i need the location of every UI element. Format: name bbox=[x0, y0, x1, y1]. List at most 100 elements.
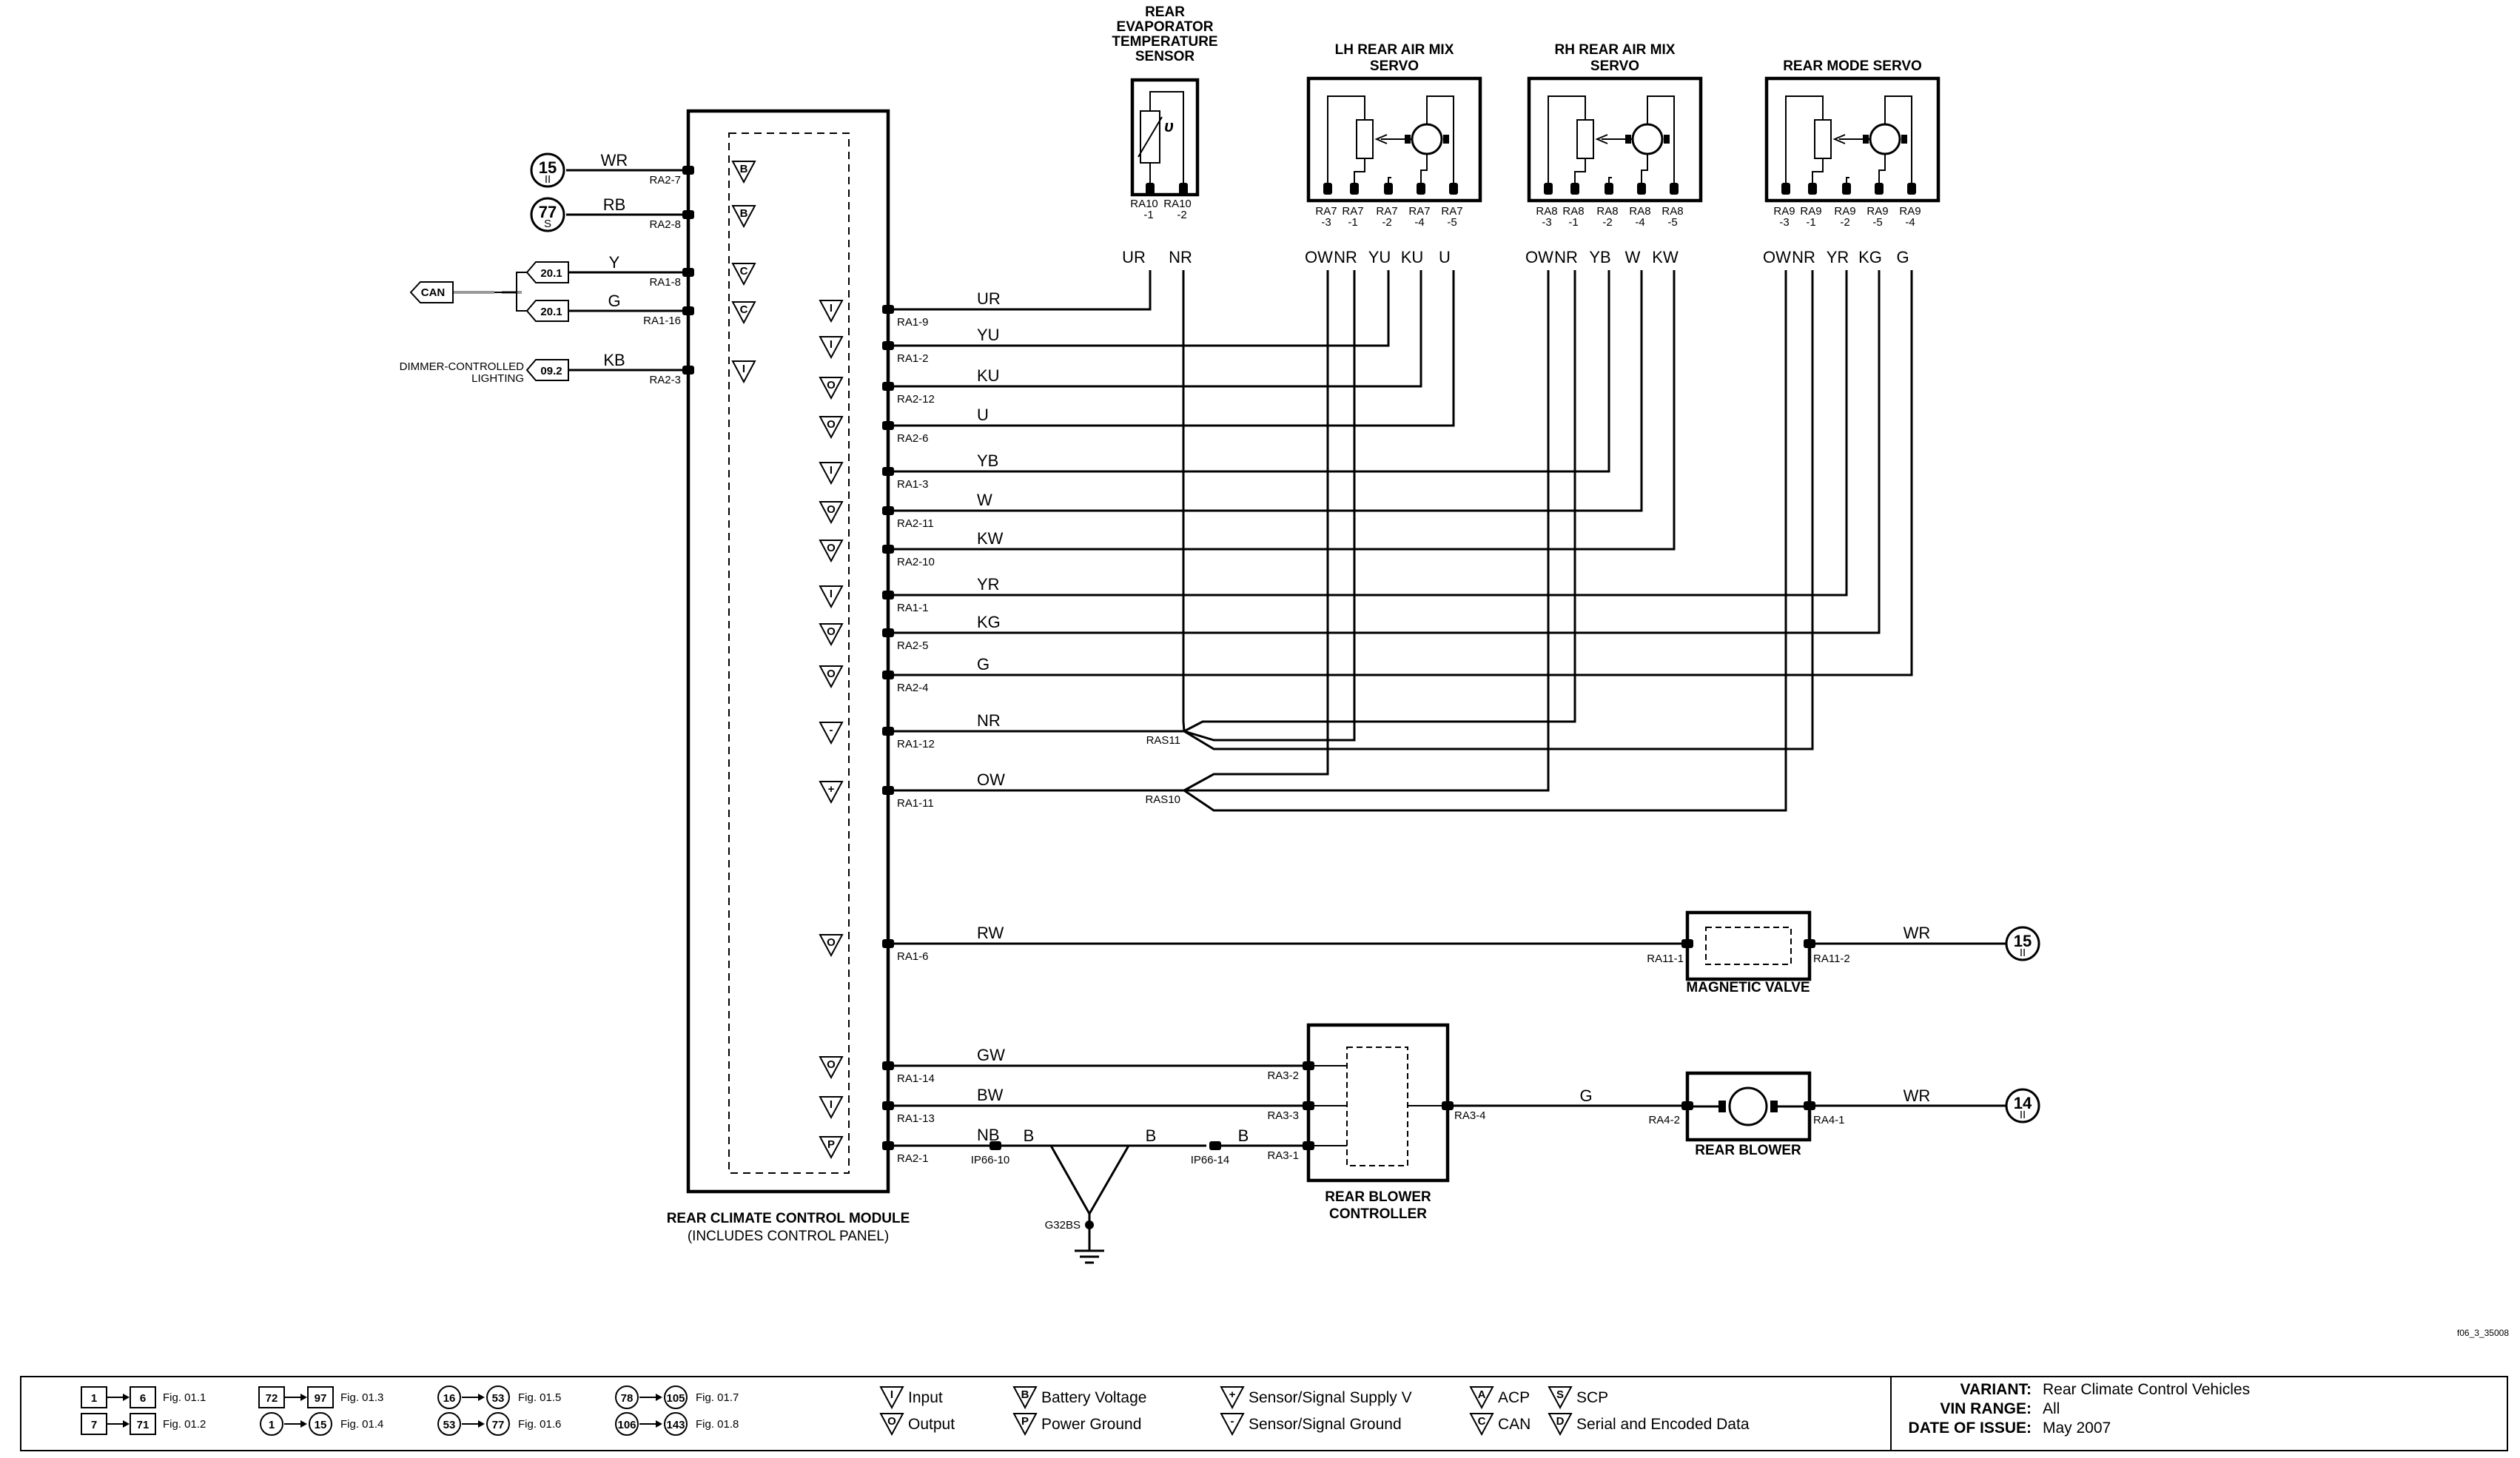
left-pin-label-4: RA2-3 bbox=[649, 374, 681, 386]
legend-to-6: 105 bbox=[666, 1392, 685, 1405]
right-pin-label-12: RA1-6 bbox=[897, 950, 929, 963]
servo-pin-a-2-1: RA9 bbox=[1800, 205, 1821, 218]
wire-kg bbox=[894, 270, 1881, 634]
legend-symbol-5: - bbox=[1220, 1413, 1245, 1437]
right-wire-label-8: KG bbox=[977, 613, 1001, 631]
right-pin-icon-6: O bbox=[819, 540, 844, 563]
svg-text:P: P bbox=[827, 1138, 835, 1151]
legend-from-shape-5 bbox=[437, 1412, 461, 1436]
left-pin-0 bbox=[682, 166, 694, 175]
servo-wire-label-0-0: OW bbox=[1305, 248, 1333, 266]
left-ref-0-sub: II bbox=[545, 173, 551, 186]
dimmer-label-2: LIGHTING bbox=[471, 372, 524, 385]
right-pin-label-14: RA1-13 bbox=[897, 1112, 935, 1125]
ip66-14-label: IP66-14 bbox=[1191, 1154, 1230, 1166]
servo-pin-1-0 bbox=[1544, 183, 1553, 195]
servo-pin-a-2-4: RA9 bbox=[1899, 205, 1921, 218]
left-ref-tag-2 bbox=[525, 261, 569, 283]
right-pin-icon-5: O bbox=[819, 501, 844, 525]
legend-from-1: 7 bbox=[91, 1419, 97, 1431]
diagram-dynamic: BRA2-7WR15IIBRA2-8RB77SCRA1-8Y20.1CRA1-1… bbox=[81, 4, 2040, 1437]
legend-arrowhead-2 bbox=[300, 1394, 307, 1401]
left-pin-label-0: RA2-7 bbox=[649, 174, 681, 187]
ground-label: G32BS bbox=[1045, 1219, 1081, 1232]
svg-text:B: B bbox=[740, 163, 748, 175]
sensor-internal-wire bbox=[1149, 91, 1184, 185]
right-pin-15 bbox=[882, 1141, 894, 1150]
rear-blower-title: REAR BLOWER bbox=[1695, 1143, 1801, 1158]
sensor-pin-b-0: -1 bbox=[1143, 209, 1153, 221]
date-label: DATE OF ISSUE: bbox=[1909, 1420, 2032, 1437]
servo-int-d-1 bbox=[1641, 154, 1648, 189]
can-connector bbox=[409, 281, 454, 303]
servo-wire-label-2-3: KG bbox=[1858, 248, 1882, 266]
servo-int-d-2 bbox=[1878, 154, 1886, 189]
servo-pin-0-4 bbox=[1449, 183, 1458, 195]
svg-text:-: - bbox=[830, 724, 833, 736]
svg-text:O: O bbox=[887, 1415, 896, 1428]
left-pin-icon-2: C bbox=[731, 263, 756, 286]
wire-b-label-1: B bbox=[1024, 1126, 1035, 1145]
legend-from-6: 78 bbox=[621, 1392, 634, 1405]
legend-to-4: 53 bbox=[492, 1392, 505, 1405]
servo-wire-label-1-4: KW bbox=[1652, 248, 1679, 266]
left-pin-label-3: RA1-16 bbox=[643, 315, 681, 327]
right-pin-14 bbox=[882, 1101, 894, 1110]
servo-int-e-0 bbox=[1426, 95, 1454, 189]
wire-g bbox=[894, 270, 1913, 676]
svg-text:+: + bbox=[828, 783, 835, 796]
right-wire-label-13: GW bbox=[977, 1046, 1005, 1064]
svg-text:I: I bbox=[890, 1388, 893, 1401]
legend-symbol-1: O bbox=[879, 1413, 904, 1437]
legend-symbol-7: C bbox=[1469, 1413, 1494, 1437]
right-pin-label-2: RA2-12 bbox=[897, 393, 935, 406]
bc-pin-2 bbox=[1303, 1141, 1314, 1150]
svg-text:O: O bbox=[827, 936, 836, 949]
svg-text:C: C bbox=[740, 303, 748, 316]
servo-pin-b-1-0: -3 bbox=[1542, 216, 1551, 229]
servo-pin-b-1-4: -5 bbox=[1667, 216, 1677, 229]
servo-pin-b-1-1: -1 bbox=[1568, 216, 1578, 229]
left-wire-label-4: KB bbox=[603, 351, 625, 369]
right-wire-label-4: YB bbox=[977, 451, 998, 470]
right-pin-label-9: RA2-4 bbox=[897, 682, 929, 694]
servo-pin-a-2-3: RA9 bbox=[1867, 205, 1888, 218]
legend-from-2: 72 bbox=[266, 1392, 278, 1405]
servo-pin-1-1 bbox=[1570, 183, 1579, 195]
servo-wire-label-0-3: KU bbox=[1401, 248, 1424, 266]
blower-ref-sub: II bbox=[2020, 1109, 2026, 1121]
wire-yu bbox=[894, 270, 1390, 347]
right-wire-label-1: YU bbox=[977, 326, 1000, 344]
module-inner-dashed bbox=[728, 132, 850, 1174]
legend-arrowhead-0 bbox=[123, 1394, 130, 1401]
left-ref-tag-3 bbox=[525, 300, 569, 322]
left-pin-label-2: RA1-8 bbox=[649, 276, 681, 289]
legend-to-0: 6 bbox=[140, 1392, 146, 1405]
blower-ref bbox=[2005, 1088, 2040, 1123]
mv-pin-in-label: RA11-1 bbox=[1647, 953, 1684, 965]
legend-fig-3: Fig. 01.4 bbox=[340, 1418, 383, 1431]
legend-symbol-label-7: CAN bbox=[1498, 1416, 1531, 1433]
bc-pin-label-1: RA3-3 bbox=[1267, 1109, 1299, 1122]
svg-text:O: O bbox=[827, 668, 836, 680]
legend-symbol-9: D bbox=[1548, 1413, 1573, 1437]
bc-pin-label-3: RA3-4 bbox=[1454, 1109, 1486, 1122]
legend-to-shape-2 bbox=[307, 1386, 334, 1408]
legend-to-2: 97 bbox=[315, 1392, 327, 1405]
temperature-icon: υ bbox=[1164, 117, 1174, 135]
servo-pin-0-1 bbox=[1350, 183, 1359, 195]
left-ref-tag-4 bbox=[525, 359, 569, 381]
servo-pin-1-2 bbox=[1605, 183, 1613, 195]
right-pin-label-4: RA1-3 bbox=[897, 478, 929, 491]
servo-int-b-1 bbox=[1574, 158, 1586, 189]
servo-pin-2-0 bbox=[1781, 183, 1790, 195]
bc-pin-label-2: RA3-1 bbox=[1267, 1149, 1299, 1162]
left-ref-1-sub: S bbox=[544, 218, 551, 230]
servo-pin-a-0-3: RA7 bbox=[1408, 205, 1430, 218]
splice-ras10: RAS10 bbox=[1145, 793, 1180, 806]
blower-ref-num: 14 bbox=[2014, 1094, 2032, 1112]
module-subtitle: (INCLUDES CONTROL PANEL) bbox=[688, 1229, 889, 1244]
ow-to-lh bbox=[1183, 270, 1329, 792]
right-pin-12 bbox=[882, 939, 894, 948]
